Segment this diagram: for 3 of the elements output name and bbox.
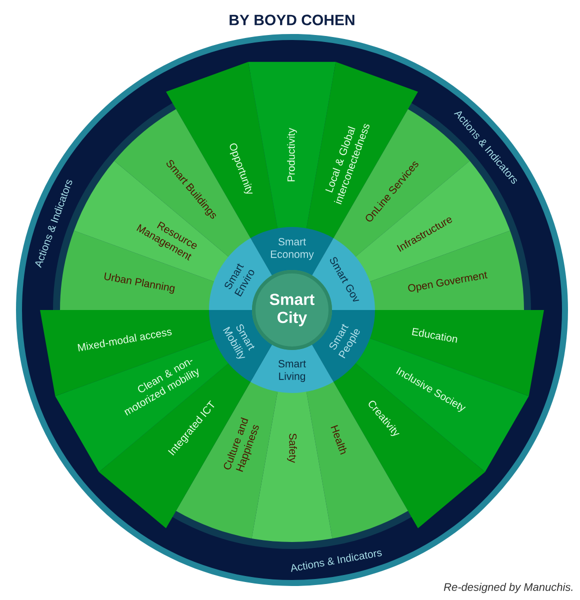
credit-text: Re-designed by Manuchis.: [444, 582, 572, 594]
title: BY BOYD COHEN: [230, 14, 354, 26]
ring-label: Actions & Indicators: [291, 550, 382, 572]
